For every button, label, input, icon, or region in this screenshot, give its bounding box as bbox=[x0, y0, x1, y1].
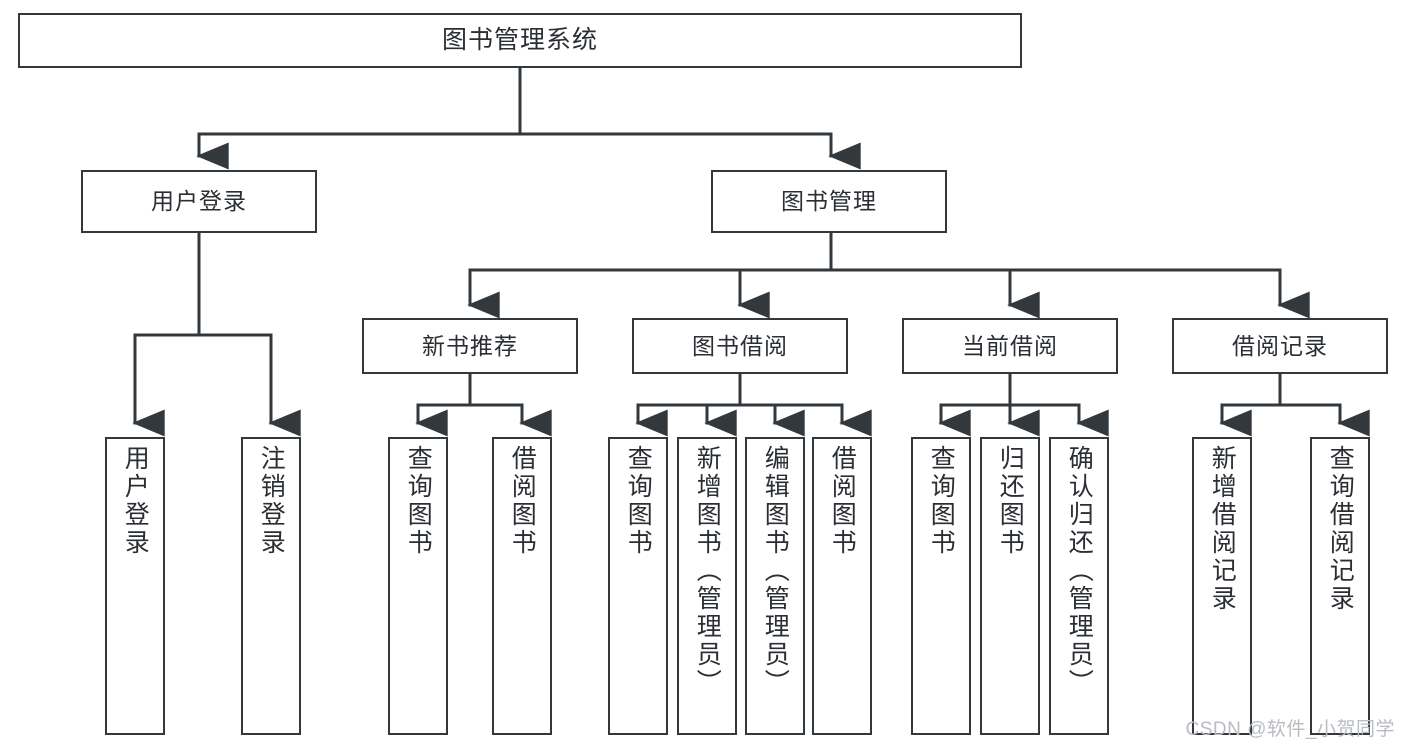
leaf-borrow-book-recommend[interactable]: 借阅图书 bbox=[492, 437, 552, 735]
node-label: 当前借阅 bbox=[962, 332, 1058, 359]
node-label: 借阅图书 bbox=[828, 445, 857, 557]
node-label: 编辑图书（管理员） bbox=[761, 445, 790, 697]
leaf-query-book-recommend[interactable]: 查询图书 bbox=[388, 437, 448, 735]
node-label: 确认归还（管理员） bbox=[1065, 445, 1094, 697]
node-label: 查询图书 bbox=[404, 445, 433, 557]
node-user-login[interactable]: 用户登录 bbox=[81, 170, 317, 233]
node-label: 新书推荐 bbox=[422, 332, 518, 359]
node-book-borrow[interactable]: 图书借阅 bbox=[632, 318, 848, 374]
leaf-borrow-book[interactable]: 借阅图书 bbox=[812, 437, 872, 735]
node-label: 新增借阅记录 bbox=[1208, 445, 1237, 613]
leaf-add-borrow-record[interactable]: 新增借阅记录 bbox=[1192, 437, 1252, 735]
node-label: 借阅图书 bbox=[508, 445, 537, 557]
leaf-logout[interactable]: 注销登录 bbox=[241, 437, 301, 735]
node-book-management[interactable]: 图书管理 bbox=[711, 170, 947, 233]
leaf-query-book-borrow[interactable]: 查询图书 bbox=[608, 437, 668, 735]
leaf-return-book[interactable]: 归还图书 bbox=[980, 437, 1040, 735]
node-label: 查询图书 bbox=[624, 445, 653, 557]
node-label: 归还图书 bbox=[996, 445, 1025, 557]
node-root-system[interactable]: 图书管理系统 bbox=[18, 13, 1022, 68]
leaf-query-borrow-record[interactable]: 查询借阅记录 bbox=[1310, 437, 1370, 735]
node-label: 查询借阅记录 bbox=[1326, 445, 1355, 613]
node-label: 新增图书（管理员） bbox=[693, 445, 722, 697]
node-current-borrow[interactable]: 当前借阅 bbox=[902, 318, 1118, 374]
node-label: 查询图书 bbox=[927, 445, 956, 557]
node-new-book-recommend[interactable]: 新书推荐 bbox=[362, 318, 578, 374]
node-borrow-record[interactable]: 借阅记录 bbox=[1172, 318, 1388, 374]
leaf-edit-book-admin[interactable]: 编辑图书（管理员） bbox=[745, 437, 805, 735]
node-label: 借阅记录 bbox=[1232, 332, 1328, 359]
leaf-user-login[interactable]: 用户登录 bbox=[105, 437, 165, 735]
node-label: 注销登录 bbox=[257, 445, 286, 557]
node-label: 图书管理系统 bbox=[441, 26, 598, 55]
node-label: 用户登录 bbox=[151, 188, 247, 215]
leaf-confirm-return-admin[interactable]: 确认归还（管理员） bbox=[1049, 437, 1109, 735]
node-label: 图书借阅 bbox=[692, 332, 788, 359]
node-label: 图书管理 bbox=[781, 188, 877, 215]
leaf-query-book-current[interactable]: 查询图书 bbox=[911, 437, 971, 735]
leaf-add-book-admin[interactable]: 新增图书（管理员） bbox=[677, 437, 737, 735]
node-label: 用户登录 bbox=[121, 445, 150, 557]
